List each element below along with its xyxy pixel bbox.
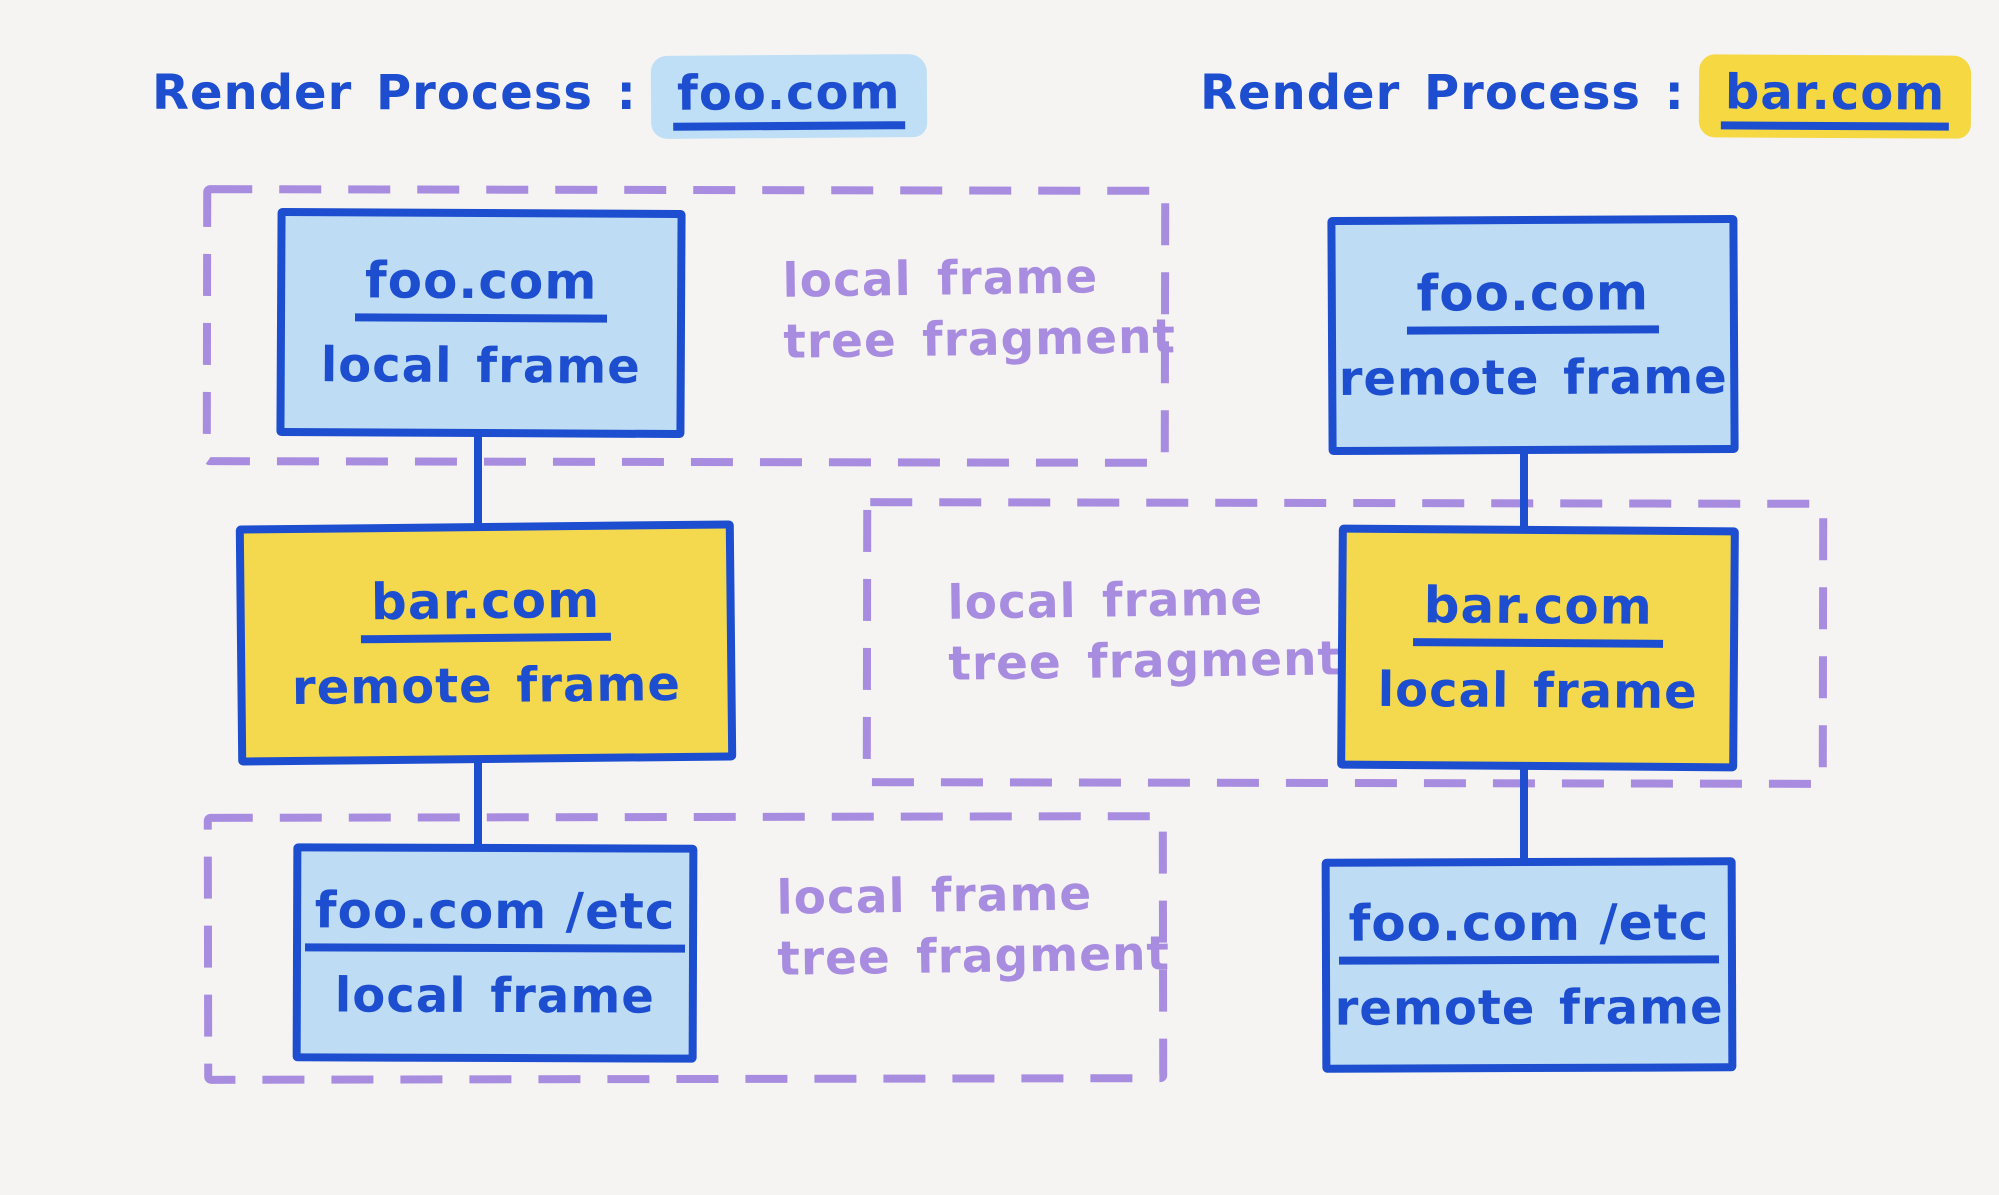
node-domain: foo.com /etc <box>304 881 686 953</box>
node-domain: foo.com /etc <box>1338 893 1720 965</box>
fragment-label-right: local frame tree fragment <box>947 567 1341 695</box>
title-prefix: Render Process : <box>1200 65 1685 121</box>
fragment-label-line1: local frame <box>776 866 1093 926</box>
title-prefix: Render Process : <box>152 65 637 121</box>
node-role: remote frame <box>291 655 682 717</box>
render-process-title-right: Render Process : bar.com <box>1200 54 1972 139</box>
connector-right-bottom <box>1520 760 1528 865</box>
connector-left-bottom <box>474 755 482 850</box>
node-domain: bar.com <box>360 571 611 644</box>
node-domain: foo.com <box>1406 263 1660 335</box>
node-bar-remote-frame: bar.com remote frame <box>235 520 737 766</box>
title-domain-highlight-bar: bar.com <box>1698 54 1972 139</box>
fragment-boundary-left-bottom <box>203 812 1168 1084</box>
title-domain-foo: foo.com <box>672 64 905 131</box>
connector-right-top <box>1520 446 1528 536</box>
fragment-label-line2: tree fragment <box>783 309 1177 370</box>
node-domain: foo.com <box>354 251 608 323</box>
fragment-label-line2: tree fragment <box>948 631 1342 692</box>
node-role: local frame <box>320 337 641 395</box>
node-foo-local-frame: foo.com local frame <box>276 207 686 439</box>
fragment-label-line1: local frame <box>947 571 1264 631</box>
node-foo-remote-frame: foo.com remote frame <box>1327 214 1739 456</box>
node-role: local frame <box>1377 661 1698 721</box>
fragment-label-line1: local frame <box>782 249 1099 309</box>
node-fooetc-remote-frame: foo.com /etc remote frame <box>1321 857 1737 1073</box>
title-domain-highlight-foo: foo.com <box>650 54 927 139</box>
node-bar-local-frame: bar.com local frame <box>1337 524 1739 772</box>
connector-left-top <box>474 430 482 530</box>
fragment-label-line2: tree fragment <box>777 926 1171 987</box>
node-role: local frame <box>334 967 655 1025</box>
render-process-title-left: Render Process : foo.com <box>152 54 927 139</box>
title-domain-bar: bar.com <box>1720 64 1950 131</box>
fragment-label-left-bottom: local frame tree fragment <box>776 862 1170 990</box>
fragment-boundary-left-top <box>202 185 1170 467</box>
node-fooetc-local-frame: foo.com /etc local frame <box>292 843 698 1063</box>
node-role: remote frame <box>1334 979 1724 1037</box>
node-role: remote frame <box>1338 348 1728 408</box>
fragment-label-left-top: local frame tree fragment <box>782 245 1176 373</box>
node-domain: bar.com <box>1413 576 1664 648</box>
